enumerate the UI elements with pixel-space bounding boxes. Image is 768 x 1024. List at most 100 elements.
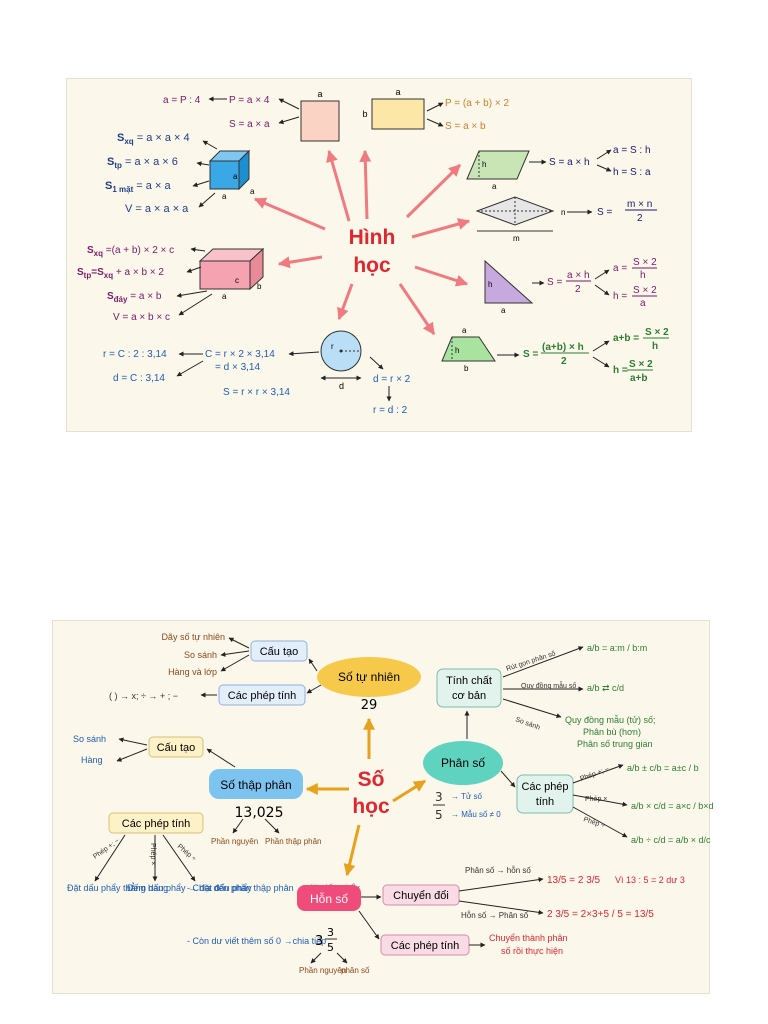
- fraction-mul-formula: a/b × c/d = a×c / b×d: [631, 801, 714, 811]
- natural-phep: Các phép tính: [228, 690, 297, 702]
- tri-den: 2: [575, 284, 581, 295]
- decimal-phep-box: [108, 812, 204, 834]
- decimal-phep: Các phép tính: [122, 818, 191, 830]
- box-c-label: c: [235, 276, 239, 285]
- mixed-den: 5: [327, 941, 334, 954]
- mixed-ex-1: 13/5 = 2 3/5: [547, 875, 601, 886]
- fraction-cloud: [423, 741, 503, 785]
- fraction-phep-box: [516, 774, 574, 814]
- mixed-whole: 3: [315, 934, 323, 949]
- decimal-bubble: [209, 769, 303, 799]
- fraction-div-formula: a/b ÷ c/d = a/b × d/c: [631, 835, 711, 845]
- square-side-label: a: [317, 89, 322, 99]
- mixed-part-2: phân số: [341, 966, 370, 975]
- fraction-num: 3: [435, 790, 443, 804]
- square-formula-2: P = a × 4: [229, 95, 270, 106]
- decimal-desc-3: - Chia đến phần thập phân → đặt dấu phẩy: [187, 883, 360, 893]
- mixed-phep-note-1: Chuyển thành phân: [489, 933, 568, 943]
- mixed-convert-1: Phân số → hỗn số: [465, 866, 531, 875]
- trap-f1: a+b =: [613, 333, 639, 344]
- geometry-branch-arrows: [253, 149, 471, 335]
- tinhchat-box: [436, 668, 502, 708]
- arithmetic-panel: Số học Số tự nhiên 29 Cấu tạo Các phép t…: [52, 620, 714, 994]
- fraction-tu: → Tử số: [451, 792, 483, 801]
- fraction-op-pm: Phép +; −: [579, 766, 610, 783]
- decimal-op-3: Phép ÷: [176, 843, 198, 863]
- tri-f1-num: S × 2: [633, 257, 657, 268]
- mixed-convert-box: [382, 884, 460, 906]
- para-f2: h = S : a: [613, 167, 651, 178]
- natural-example: 29: [361, 698, 378, 713]
- rect-formula-2: S = a × b: [445, 121, 486, 132]
- natural-item-2: So sánh: [184, 650, 217, 660]
- tri-num: a × h: [567, 270, 590, 281]
- rhombus-num: m × n: [627, 199, 652, 210]
- circle-d-label: d: [339, 381, 344, 391]
- rect-formula-1: P = (a + b) × 2: [445, 98, 509, 109]
- tri-f2-den: a: [640, 298, 646, 309]
- circle-f5: d = r × 2: [373, 374, 411, 385]
- triangle-shape: [484, 259, 534, 304]
- mixed-phep: Các phép tính: [391, 940, 460, 952]
- tri-f2: h =: [613, 291, 627, 302]
- decimal-part-1: Phần nguyên: [211, 837, 258, 846]
- circle-f3: d = C : 3,14: [113, 373, 165, 384]
- quy-dong-label: Quy đồng mẫu số: [521, 681, 576, 690]
- trap-f1-den: h: [652, 341, 658, 352]
- natural-item-1: Dãy số tự nhiên: [161, 632, 225, 642]
- tinhchat-line2: cơ bản: [452, 690, 486, 702]
- para-h-label: h: [482, 160, 486, 169]
- cube-label-3: a: [250, 187, 255, 196]
- trap-f2-den: a+b: [630, 373, 648, 384]
- fraction-den: 5: [435, 808, 443, 822]
- circle-f6: r = d : 2: [373, 405, 408, 416]
- cube-v: V = a × a × a: [125, 203, 189, 215]
- cube-stp: Stp = a × a × 6: [107, 156, 178, 170]
- fraction-mau: → Mẫu số ≠ 0: [451, 810, 501, 819]
- so-sanh-label: So sánh: [514, 716, 541, 731]
- box-a-label: a: [222, 292, 227, 301]
- geometry-mindmap: Hình học a a = P : 4 P = a × 4 S = a × a…: [77, 87, 669, 416]
- mixed-ex-2: 2 3/5 = 2×3+5 / 5 = 13/5: [547, 909, 654, 920]
- trap-den: 2: [561, 356, 567, 367]
- rect-top-label: a: [395, 87, 400, 97]
- mixed-phep-note-2: số rồi thực hiện: [501, 946, 563, 956]
- tri-a-label: a: [501, 306, 506, 315]
- rectangle-shape: [371, 98, 425, 130]
- mixed-bubble: [297, 885, 361, 911]
- box-sday: Sđáy = a × b: [107, 291, 162, 304]
- natural-title: Số tự nhiên: [338, 670, 400, 684]
- decimal-desc-2: Đếm dấu phẩy → đặt dấu phẩy: [127, 883, 252, 893]
- so-sanh-1: Quy đồng mẫu (tử) số;: [565, 715, 656, 725]
- decimal-part-2: Phần thập phân: [265, 837, 322, 846]
- arith-center-line1: Số: [358, 768, 385, 791]
- so-sanh-3: Phân số trung gian: [577, 739, 653, 749]
- trap-f1-num: S × 2: [645, 327, 669, 338]
- decimal-op-2: Phép ×: [149, 843, 156, 865]
- decimal-cautao: Cấu tạo: [157, 742, 196, 754]
- rect-left-label: b: [362, 109, 367, 119]
- box-v: V = a × b × c: [113, 312, 170, 323]
- cube-s1: S1 mặt = a × a: [105, 180, 171, 194]
- decimal-desc-1: Đặt dấu phẩy thẳng hàng: [67, 882, 168, 893]
- cube-label-1: a: [233, 172, 238, 181]
- so-sanh-2: Phân bù (hơn): [583, 727, 641, 737]
- box-b-label: b: [257, 282, 262, 291]
- rhombus-n-label: n: [561, 208, 565, 217]
- natural-order: ( ) → x; ÷ → + ; −: [109, 691, 178, 701]
- circle-f1: r = C : 2 : 3,14: [103, 349, 167, 360]
- rhombus-m-label: m: [513, 234, 520, 243]
- fraction-phep-2: tính: [536, 796, 554, 808]
- decimal-title: Số thập phân: [220, 778, 291, 792]
- natural-phep-box: [218, 684, 306, 706]
- circle-f2: C = r × 2 × 3,14: [205, 349, 275, 360]
- mixed-convert: Chuyển đổi: [393, 890, 449, 902]
- natural-cautao: Cấu tạo: [260, 646, 299, 658]
- box-stp: Stp=Sxq + a × b × 2: [77, 267, 164, 280]
- natural-cautao-box: [250, 640, 308, 662]
- mixed-title: Hỗn số: [310, 891, 348, 906]
- cube-label-2: a: [222, 192, 227, 201]
- trap-b-label: b: [464, 364, 469, 373]
- rut-gon-label: Rút gọn phân số: [505, 648, 557, 672]
- square-formula-1: a = P : 4: [163, 95, 201, 106]
